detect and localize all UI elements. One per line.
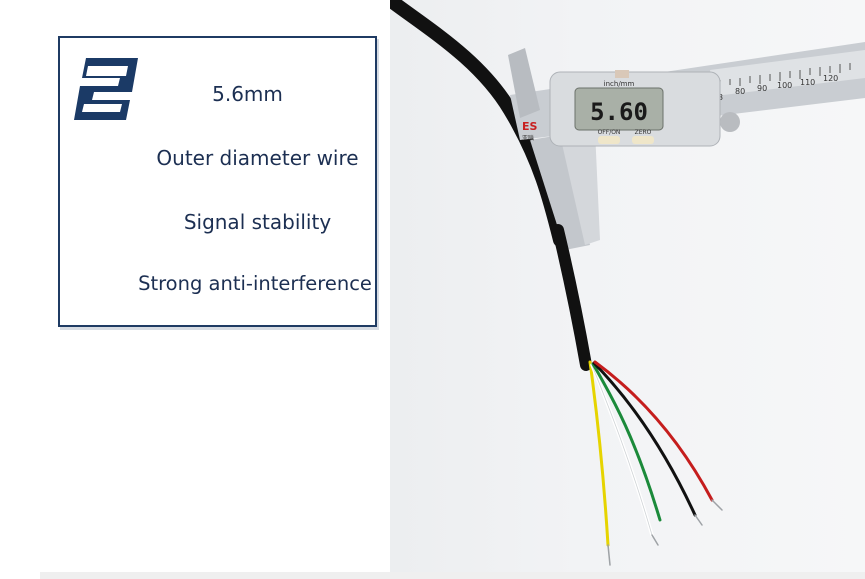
spec-signal: Signal stability — [183, 210, 332, 234]
off-on-label: OFF/ON — [598, 129, 621, 136]
caliper: 3 80 90 100 110 120 5.60 inch/mm OFF/ON … — [508, 42, 865, 250]
brand-sub: 亚联 — [522, 134, 534, 142]
brand-logo: ES — [522, 120, 538, 133]
scale-label: 3 — [718, 93, 723, 102]
bottom-strip — [40, 572, 865, 579]
zero-button — [632, 136, 654, 144]
zero-label: ZERO — [635, 129, 652, 136]
wires — [588, 360, 723, 566]
scale-label: 100 — [777, 81, 792, 90]
feature-card: 5.6mm Outer diameter wire Signal stabili… — [58, 36, 377, 327]
scale-label: 90 — [757, 84, 767, 93]
caliper-unit: inch/mm — [604, 80, 635, 88]
spec-outer-wire: Outer diameter wire — [156, 146, 359, 170]
scale-label: 110 — [800, 78, 815, 87]
spec-diameter: 5.6mm — [212, 82, 283, 106]
scale-label: 120 — [823, 74, 838, 83]
caliper-wire-illustration: 3 80 90 100 110 120 5.60 inch/mm OFF/ON … — [390, 0, 865, 566]
left-panel: 5.6mm Outer diameter wire Signal stabili… — [0, 0, 390, 579]
number-badge — [74, 58, 138, 120]
off-on-button — [598, 136, 620, 144]
caliper-display: 5.60 — [590, 98, 648, 126]
scale-label: 80 — [735, 87, 745, 96]
product-photo: 3 80 90 100 110 120 5.60 inch/mm OFF/ON … — [390, 0, 865, 579]
spec-interference: Strong anti-interference — [138, 272, 372, 295]
